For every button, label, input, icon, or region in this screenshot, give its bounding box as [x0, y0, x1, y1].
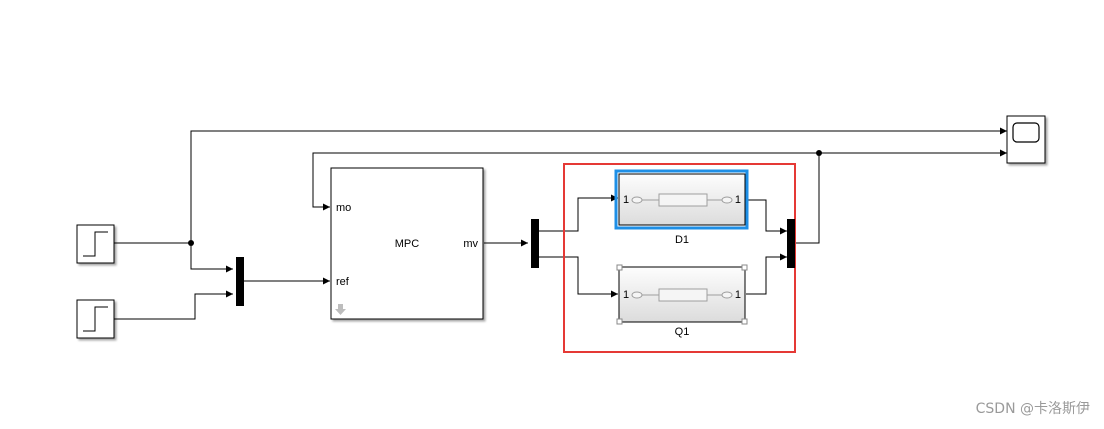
branch-point-step1	[188, 240, 194, 246]
mux-block-2[interactable]	[787, 219, 795, 268]
resize-handle-icon[interactable]	[616, 264, 748, 325]
line-d1-to-mux2[interactable]	[746, 199, 787, 235]
demux-block[interactable]	[531, 219, 539, 268]
q1-block[interactable]: 1 1 Q1	[616, 264, 748, 338]
line-demux-to-d1[interactable]	[539, 194, 618, 232]
resistor-icon	[631, 288, 733, 302]
line-q1-to-mux2[interactable]	[746, 253, 787, 295]
mux-block-1[interactable]	[236, 257, 244, 306]
d1-block[interactable]: 1 1 D1	[614, 169, 749, 246]
branch-point-output	[816, 150, 822, 156]
q1-out-port-label: 1	[735, 289, 741, 301]
step-block-1[interactable]	[76, 224, 115, 264]
watermark: CSDN @卡洛斯伊	[975, 401, 1090, 417]
d1-block-name: D1	[675, 234, 689, 246]
line-mux2-out[interactable]	[795, 153, 820, 244]
q1-block-name: Q1	[675, 326, 690, 338]
scope-block[interactable]	[1006, 115, 1046, 164]
line-step2-to-mux1[interactable]	[114, 290, 233, 320]
mpc-controller-block[interactable]: mo ref mv MPC	[330, 167, 484, 320]
step-icon	[83, 306, 108, 332]
resistor-icon	[631, 193, 733, 207]
q1-in-port-label: 1	[623, 289, 629, 301]
line-branch-to-scope[interactable]	[190, 127, 1007, 243]
d1-selection-outline	[614, 169, 749, 230]
signal-lines	[114, 127, 1007, 320]
down-arrow-icon	[335, 304, 346, 315]
mpc-port-mv-label: mv	[463, 238, 478, 250]
mpc-port-ref-label: ref	[336, 276, 350, 288]
d1-out-port-label: 1	[735, 194, 741, 206]
line-demux-to-q1[interactable]	[539, 256, 618, 298]
step-block-2[interactable]	[76, 299, 115, 339]
mpc-port-mo-label: mo	[336, 202, 351, 214]
mpc-title: MPC	[395, 238, 420, 250]
line-branch-to-mux1[interactable]	[190, 243, 233, 273]
d1-in-port-label: 1	[623, 194, 629, 206]
scope-screen-icon	[1012, 122, 1040, 143]
line-feedback-to-mo[interactable]	[312, 152, 819, 211]
step-icon	[83, 231, 108, 257]
